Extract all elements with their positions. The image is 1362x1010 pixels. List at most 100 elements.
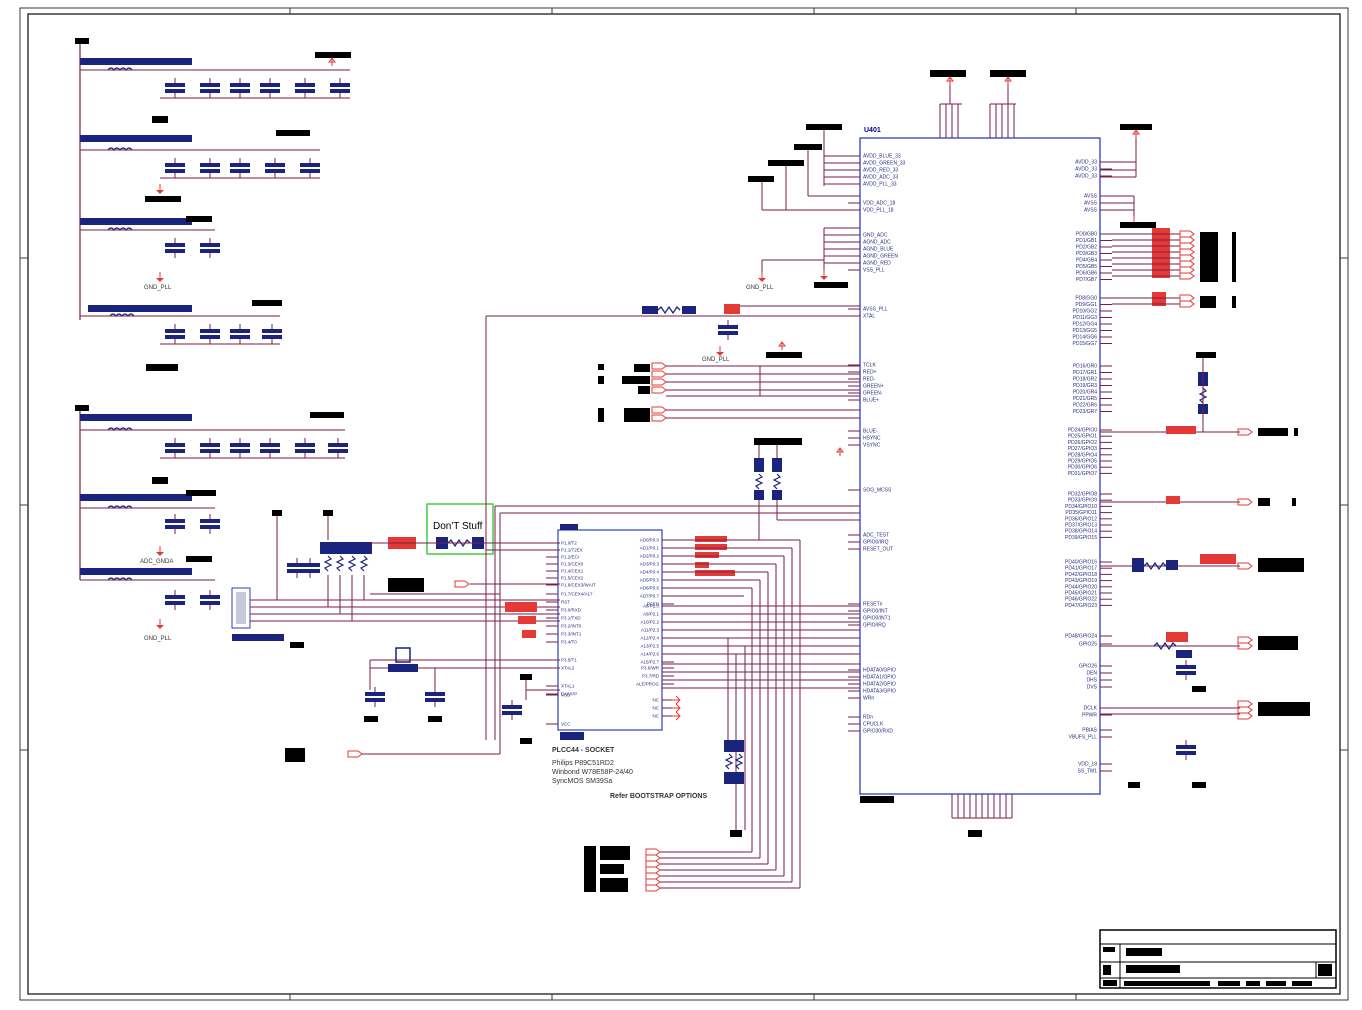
u401-pin-label: RDn [863, 715, 873, 721]
gnd-pll-label-1: GND_PLL [144, 285, 172, 291]
plcc-pin-label: P1.0/T2 [561, 541, 577, 546]
u401-pin-label: PD47/GPIO23 [1065, 603, 1097, 609]
plcc-pin-label: A13/P2.5 [640, 644, 659, 649]
plcc-pin-label: RST [561, 600, 570, 605]
plcc-pin-label: VCC [561, 722, 571, 727]
plcc-pin-label: P3.2/INT0 [561, 624, 582, 629]
u401-pin-label: GPIO25 [1079, 642, 1097, 648]
plcc-pin-label: P3.4/T0 [561, 640, 577, 645]
clock-input: GND_PLL [642, 304, 860, 363]
crystal-circuit [285, 647, 560, 762]
plcc44-socket: P1.0/T2P1.1/T2EXP1.2/ECIP1.3/CEX0P1.4/CE… [505, 524, 735, 800]
plcc-pin-label: P3.6/WR [641, 666, 660, 671]
u401-pin-label: PD21/GR5 [1073, 396, 1097, 402]
u401-pin-label: PD8/GG0 [1075, 296, 1097, 302]
u401-pin-label: AGND_RED [863, 261, 891, 267]
u401-pin-label: RESETn [863, 602, 883, 608]
u401-pin-label: HDATA1/GPIO [863, 675, 896, 681]
u401-pin-label: AVDD_ADC_33 [863, 175, 898, 181]
refer-note: Refer BOOTSTRAP OPTIONS [610, 793, 707, 800]
u401-pin-label: BLUE- [863, 429, 878, 435]
u401-pin-label: VDD_ADC_18 [863, 201, 895, 207]
offpage-connector [1179, 248, 1195, 256]
u401-power-feeds: GND_PLL [746, 70, 1156, 837]
plcc-pin-label: P1.6/CEX3/WAIT [561, 583, 596, 588]
analog-video-inputs [598, 362, 860, 457]
offpage-connector [1179, 260, 1195, 268]
u401-pin-label: GPIO26 [1079, 664, 1097, 670]
plcc-note-1: Philips P89C51RD2 [552, 760, 614, 767]
u401-pin-label: PD25/GPIO1 [1068, 434, 1097, 440]
u401-pin-label: PD23/GR7 [1073, 409, 1097, 415]
u401-pin-label: AVDD_RED_33 [863, 168, 898, 174]
u401-pin-label: PD39/GPIO15 [1065, 535, 1097, 541]
u401-pin-label: PD26/GPIO2 [1068, 440, 1097, 446]
u401-pin-label: PBIAS [1082, 728, 1097, 734]
offpage-connector [1179, 236, 1195, 244]
u401-pin-label: PD9/GG1 [1075, 302, 1097, 308]
u401-pin-label: GPIO0/IRQ [863, 540, 889, 546]
u401-pin-label: DHS [1086, 678, 1097, 684]
u401-pin-label: PD30/GPIO6 [1068, 465, 1097, 471]
u401-pin-label: PD40/GPIO16 [1065, 560, 1097, 566]
u401-pin-label: SS_TM1 [1078, 769, 1098, 775]
plcc-pin-label: A10/P2.2 [640, 620, 659, 625]
u401-pin-label: SOG_MCSS [863, 488, 892, 494]
plcc-pin-label: AD6/P0.6 [640, 586, 660, 591]
u401-pin-label: AVDD_GREEN_33 [863, 161, 906, 167]
u401-pin-label: PD28/GPIO4 [1068, 452, 1097, 458]
u401-pin-label: PD10/GG2 [1073, 309, 1098, 315]
u401-pin-label: RED- [863, 377, 876, 383]
offpage-connector [1179, 272, 1195, 280]
plcc-pin-label: A9/P2.1 [643, 612, 660, 617]
plcc-pin-label: AD4/P0.4 [640, 570, 660, 575]
u401-pin-label: PD48/GPIO24 [1065, 634, 1097, 640]
plcc-pin-label: AD1/P0.1 [640, 546, 660, 551]
u401-pin-label: ADC_TEST [863, 533, 889, 539]
u401-pin-label: VSS_PLL [863, 268, 885, 274]
u401-pin-label: RED+ [863, 370, 877, 376]
u401-pin-label: VDD_PLL_18 [863, 208, 894, 214]
u401-pin-label: RESET_OUT [863, 547, 893, 553]
u401-pin-label: HDATA3/GPIO [863, 689, 896, 695]
plcc-pin-label: P1.1/T2EX [561, 548, 583, 553]
plcc-pin-label: NC [653, 706, 660, 711]
plcc-pin-label: P3.5/T1 [561, 658, 577, 663]
offpage-connector [1179, 254, 1195, 262]
u401-chip: U401 AVDD_BLUE_33AVDD_GREEN_33AVDD_RED_3… [848, 127, 1112, 795]
u401-pin-label: AVSS [1084, 201, 1098, 207]
bus-pullups [584, 740, 744, 892]
u401-ref: U401 [864, 127, 881, 134]
u401-pin-label: GREEN+ [863, 384, 884, 390]
plcc-pin-label: ALE/PROG [636, 682, 660, 687]
u401-pin-label: AGND_ADC [863, 240, 891, 246]
reset-pullups [754, 438, 860, 540]
u401-pin-label: AGND_GREEN [863, 254, 898, 260]
offpage-connector [1179, 230, 1195, 238]
u401-pin-label: VSYNC [863, 443, 881, 449]
u401-pin-label: HDATA0/GPIO [863, 668, 896, 674]
u401-pin-label: PD34/GPIO10 [1065, 504, 1097, 510]
plcc-pin-label: P3.7/RD [642, 674, 660, 679]
u401-pin-label: PD15/GG7 [1073, 341, 1098, 347]
plcc-pin-label: XTAL2 [561, 666, 575, 671]
u401-pin-label: BLUE+ [863, 398, 879, 404]
offpage-connector [1179, 242, 1195, 250]
connector-and-pullups [231, 510, 560, 648]
plcc-pin-label: AD7/P0.7 [640, 594, 660, 599]
u401-pin-label: AVDD_33 [1075, 174, 1097, 180]
u401-pin-label: GPIO30/RXD [863, 729, 893, 735]
u401-pin-label: CPUCLK [863, 722, 884, 728]
digital-output-bus [1100, 228, 1310, 788]
u401-pin-label: PD7/GB7 [1076, 277, 1097, 283]
u401-pin-label: PD33/GPIO9 [1068, 498, 1097, 504]
u401-pin-label: WRn [863, 696, 874, 702]
u401-pin-label: PD2/GB2 [1076, 245, 1097, 251]
u401-pin-label: PD18/GR2 [1073, 377, 1097, 383]
offpage-connector [1179, 300, 1195, 308]
u401-pin-label: GPIO0/INT [863, 609, 888, 615]
u401-pin-label: PD16/GR0 [1073, 364, 1097, 370]
sheet-border [19, 7, 1349, 1001]
u401-pin-label: PD22/GR6 [1073, 403, 1097, 409]
